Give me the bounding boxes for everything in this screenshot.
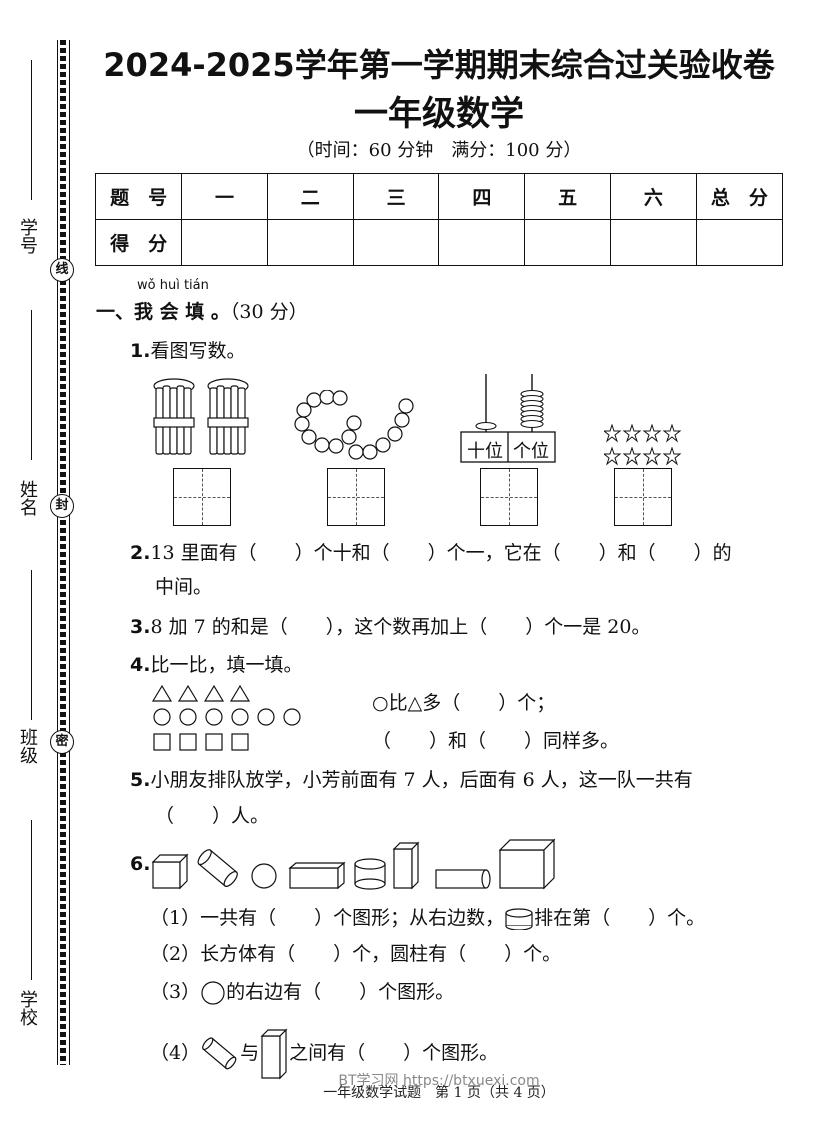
table-cell: 得 分 — [94, 219, 183, 266]
score-input-cell[interactable] — [352, 219, 440, 266]
question-number: 2. — [130, 542, 151, 564]
question-5: 5.小朋友排队放学，小芳前面有 7 人，后面有 6 人，这一队一共有 — [130, 765, 693, 792]
name-blank-line — [31, 310, 32, 460]
watermark: BT学习网 https://btxuexi.com — [338, 1073, 540, 1089]
exam-subtitle: 一年级数学 — [354, 94, 524, 134]
solids-row-figure — [151, 838, 556, 890]
table-cell: 四 — [438, 173, 526, 220]
question-6-part4: （4） 与 之间有（ ）个图形。 — [150, 1028, 498, 1080]
question-2: 2.13 里面有（ ）个十和（ ）个一，它在（ ）和（ ）的 — [130, 538, 732, 565]
school-label: 学校 — [17, 990, 38, 1026]
answer-box[interactable] — [480, 468, 538, 526]
abacus-tens-label: 十位 — [467, 441, 503, 462]
score-table: 题 号 一 二 三 四 五 六 总 分 得 分 — [94, 173, 784, 266]
answer-box[interactable] — [614, 468, 672, 526]
question-1: 1.看图写数。 — [130, 336, 245, 363]
answer-box[interactable] — [327, 468, 385, 526]
score-input-cell[interactable] — [524, 219, 612, 266]
question-6: 6. — [130, 853, 150, 875]
question-text: 比一比，填一填。 — [150, 654, 303, 676]
table-cell: 二 — [266, 173, 354, 220]
seal-xian: 线 — [50, 258, 74, 282]
question-text: 排在第（ ）个。 — [534, 907, 706, 929]
question-number: 1. — [130, 340, 151, 362]
cylinder-icon — [505, 908, 533, 931]
question-number: 4. — [130, 654, 151, 676]
exam-info: （时间：60 分钟 满分：100 分） — [296, 140, 582, 161]
question-number: 6. — [130, 853, 151, 875]
question-2-line2: 中间。 — [155, 576, 213, 598]
question-text: 的右边有（ ）个图形。 — [226, 981, 455, 1003]
table-cell: 一 — [181, 173, 268, 220]
section-pinyin: wǒ huì tián — [137, 278, 209, 293]
question-6-part2: （2）长方体有（ ）个，圆柱有（ ）个。 — [150, 943, 562, 965]
score-table-score-row: 得 分 — [94, 219, 784, 266]
seal-feng: 封 — [50, 494, 74, 518]
section-heading: 一、我 会 填 。（30 分） — [96, 297, 308, 324]
question-3: 3.8 加 7 的和是（ ），这个数再加上（ ）个一是 20。 — [130, 612, 650, 639]
score-input-cell[interactable] — [695, 219, 784, 266]
question-text: 小朋友排队放学，小芳前面有 7 人，后面有 6 人，这一队一共有 — [150, 769, 693, 791]
section-points: （30 分） — [229, 301, 308, 323]
score-table-header-row: 题 号 一 二 三 四 五 六 总 分 — [94, 173, 784, 220]
section-title: 一、我 会 填 。 — [96, 301, 230, 323]
question-text: 8 加 7 的和是（ ），这个数再加上（ ）个一是 20。 — [150, 616, 651, 638]
answer-box[interactable] — [173, 468, 231, 526]
question-6-part1: （1）一共有（ ）个图形；从右边数， 排在第（ ）个。 — [150, 903, 706, 931]
score-input-cell[interactable] — [438, 219, 526, 266]
question-text: 与 — [240, 1042, 260, 1064]
abacus-figure — [460, 374, 556, 463]
question-text: （3） — [150, 981, 201, 1003]
question-text: 之间有（ ）个图形。 — [289, 1042, 499, 1064]
tall-cuboid-icon — [260, 1028, 288, 1080]
table-cell: 五 — [524, 173, 612, 220]
student-id-label: 学号 — [17, 218, 38, 254]
question-number: 3. — [130, 616, 151, 638]
seal-mi: 密 — [50, 730, 74, 754]
class-label: 班级 — [17, 728, 38, 764]
question-text: （4） — [150, 1042, 201, 1064]
name-blank-line — [31, 60, 32, 200]
sphere-icon — [201, 981, 225, 1005]
binding-line — [57, 40, 58, 1065]
compare-shapes-figure — [151, 684, 301, 751]
score-input-cell[interactable] — [181, 219, 268, 266]
binding-margin: 学号 姓名 班级 学校 线 封 密 — [0, 0, 80, 1122]
question-number: 5. — [130, 769, 151, 791]
question-4-line2: （ ）和（ ）同样多。 — [372, 730, 620, 752]
name-blank-line — [31, 570, 32, 720]
stars-figure — [604, 424, 682, 466]
question-text: 13 里面有（ ）个十和（ ）个一，它在（ ）和（ ）的 — [150, 542, 732, 564]
name-label: 姓名 — [17, 480, 38, 516]
question-4-line1: ○比△多（ ）个； — [372, 692, 556, 714]
score-input-cell[interactable] — [266, 219, 354, 266]
exam-title: 2024-2025学年第一学期期末综合过关验收卷 — [103, 46, 775, 84]
beads-figure — [294, 390, 414, 460]
tilted-cylinder-icon — [202, 1037, 237, 1070]
name-blank-line — [31, 820, 32, 980]
table-cell: 总 分 — [695, 173, 784, 220]
table-cell: 三 — [352, 173, 440, 220]
score-input-cell[interactable] — [610, 219, 697, 266]
table-cell: 六 — [610, 173, 697, 220]
binding-line — [69, 40, 70, 1065]
sticks-bundles-figure — [153, 378, 249, 455]
question-4: 4.比一比，填一填。 — [130, 650, 302, 677]
question-6-part3: （3） 的右边有（ ）个图形。 — [150, 977, 454, 1006]
abacus-ones-label: 个位 — [513, 441, 549, 462]
table-cell: 题 号 — [94, 173, 183, 220]
page-footer: 一年级数学试题 第 1 页（共 4 页） — [323, 1085, 555, 1101]
question-text: 看图写数。 — [150, 340, 246, 362]
question-text: （1）一共有（ ）个图形；从右边数， — [150, 907, 505, 929]
perforation-line — [60, 40, 66, 1065]
question-5-line2: （ ）人。 — [155, 805, 270, 827]
